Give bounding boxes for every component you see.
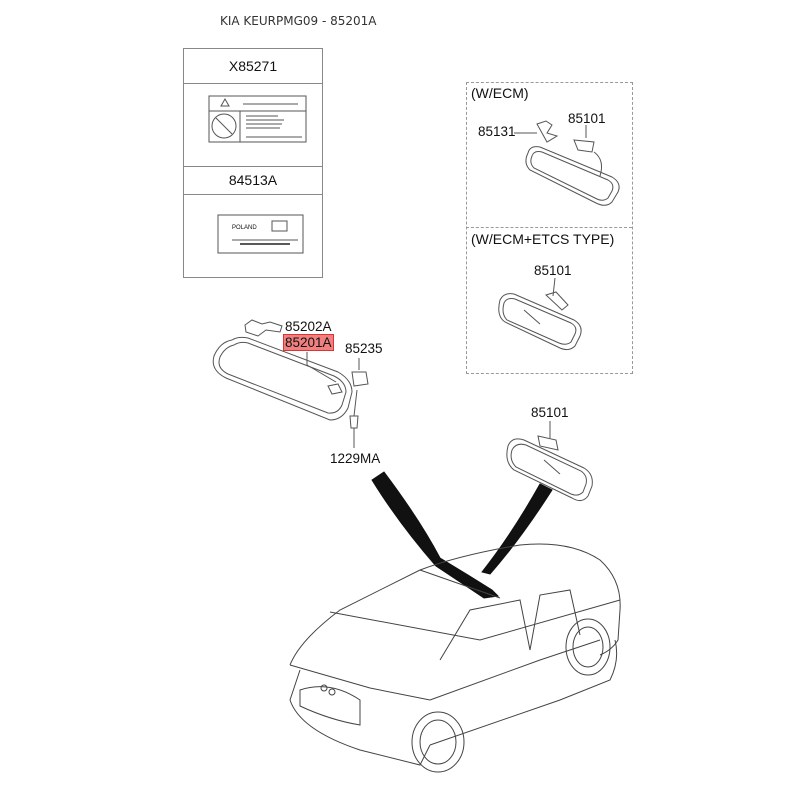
part-label-85235[interactable]: 85235 — [345, 341, 383, 356]
etcs-mirror-icon — [498, 277, 582, 351]
ecm-mirror-icon — [514, 120, 620, 206]
variant-divider — [466, 227, 632, 228]
variant-heading-ecm-etcs: (W/ECM+ETCS TYPE) — [471, 231, 615, 247]
pointer-arrow-right — [481, 483, 553, 575]
warning-label-icon — [208, 95, 307, 143]
part-label-1229ma[interactable]: 1229MA — [330, 451, 381, 466]
pointer-arrow-left — [371, 471, 500, 599]
rearview-mirror-icon — [506, 421, 593, 502]
part-label-85101-ecm[interactable]: 85101 — [568, 111, 606, 126]
part-label-84513a[interactable]: 84513A — [228, 172, 278, 188]
variant-heading-ecm: (W/ECM) — [471, 85, 529, 101]
part-label-85131[interactable]: 85131 — [478, 124, 516, 139]
warning-label-cell — [184, 83, 322, 167]
part-label-85101[interactable]: 85101 — [531, 405, 569, 420]
page-title: KIA KEURPMG09 - 85201A — [220, 14, 377, 28]
part-label-85202a[interactable]: 85202A — [285, 319, 332, 334]
part-label-x85271[interactable]: X85271 — [228, 58, 278, 74]
part-label-85101-etcs[interactable]: 85101 — [534, 263, 572, 278]
origin-label-icon — [217, 214, 304, 254]
label-cell-header: X85271 — [184, 49, 322, 84]
part-label-85201a-highlighted[interactable]: 85201A — [283, 334, 334, 351]
label-cell-header: 84513A — [184, 166, 322, 195]
label-parts-box: X85271 84513A POLAND — [183, 48, 323, 278]
variant-box — [466, 82, 633, 374]
sun-visor-icon — [212, 319, 369, 448]
car-outline-icon — [289, 543, 621, 773]
origin-text: POLAND — [232, 225, 257, 231]
